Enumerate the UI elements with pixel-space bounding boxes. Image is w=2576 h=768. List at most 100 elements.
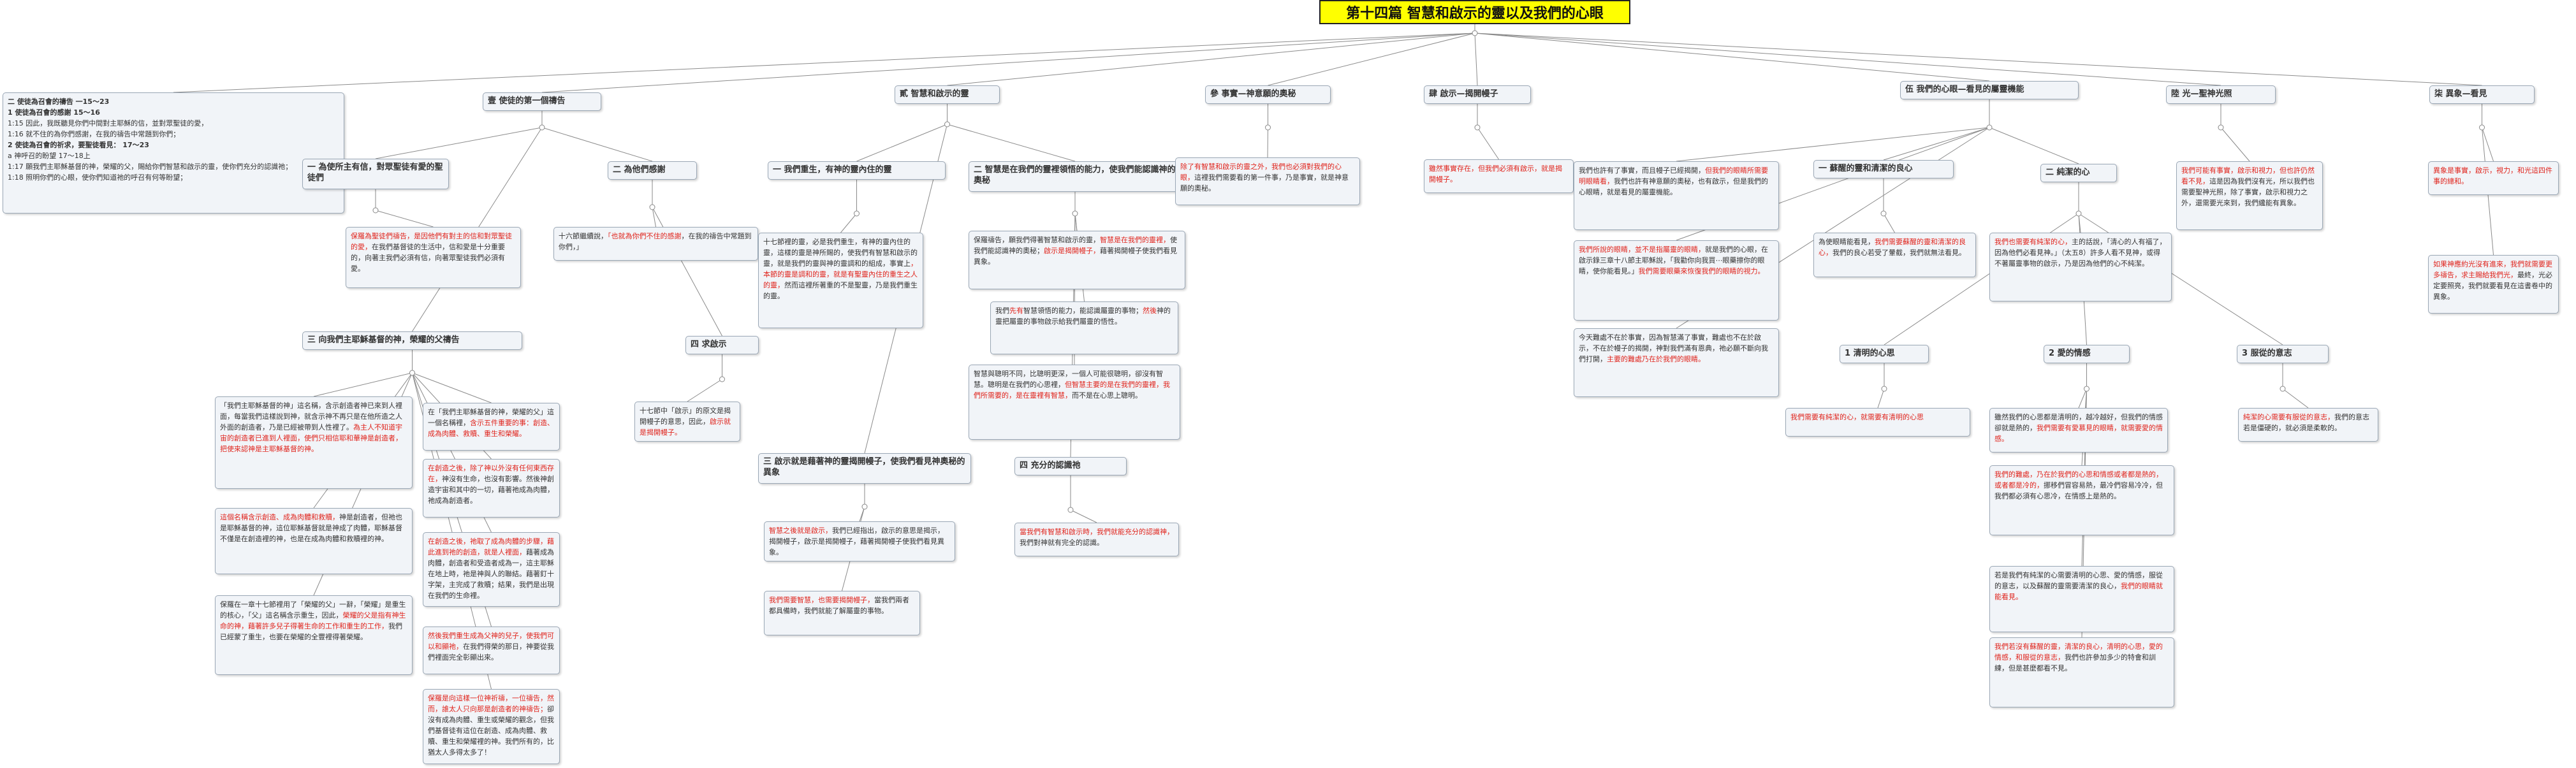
branch-hub bbox=[2084, 386, 2089, 392]
body-text: 神的靈把屬靈的事物啟示給我們屬靈的悟性。 bbox=[995, 307, 1171, 326]
leaf-node-l23[interactable]: 今天難處不在於事實，因為智慧滿了事實，難處也不在於啟示，不在於幔子的揭開，神對我… bbox=[1574, 328, 1779, 397]
leaf-node-l24[interactable]: 為使眼睛能看見，我們需要蘇醒的靈和清潔的良心，我們的良心若受了暈截，我們就無法看… bbox=[1813, 233, 1976, 277]
sub-node-b2[interactable]: 二 智慧是在我們的靈裡領悟的能力，使我們能認識神的奧秘 bbox=[969, 161, 1182, 192]
highlight-text: 啟示就是揭開幔子。 bbox=[640, 417, 731, 437]
connector bbox=[313, 372, 413, 397]
node-label: 伍 我們的心眼—看見的屬靈機能 bbox=[1905, 85, 2024, 94]
node-label: 二 智慧是在我們的靈裡領悟的能力，使我們能認識神的奧秘 bbox=[974, 165, 1176, 185]
sub-node-f4[interactable]: 2 愛的情感 bbox=[2044, 345, 2130, 363]
leaf-node-l20[interactable]: 雖然事實存在，但我們必須有啟示，就是揭開幔子。 bbox=[1424, 159, 1574, 193]
sub-node-f2[interactable]: 二 純潔的心 bbox=[2040, 164, 2117, 182]
leaf-node-l13[interactable]: 保羅禱告，願我們得著智慧和啟示的靈，智慧是在我們的靈裡，使我們能認識神的奧秘；啟… bbox=[969, 231, 1185, 289]
body-text: 在「我們主耶穌基督的神，榮耀的父」這一個名稱裡， bbox=[428, 408, 554, 428]
branch-hub bbox=[1067, 507, 1074, 513]
section-node-s7[interactable]: 陸 光—聖神光照 bbox=[2166, 85, 2276, 104]
section-text-line: 2 使徒為召會的祈求，要聖徒看見： 17～23 bbox=[8, 141, 149, 150]
highlight-text: 如果神應約光沒有進來，我們就需要更多禱告，求主賜給我們光， bbox=[2433, 260, 2552, 280]
connector bbox=[1268, 33, 1475, 86]
leaf-node-l1[interactable]: 保羅為聖徒們禱告，是因他們有對主的信和對眾聖徒的愛，在我們基督徒的生活中，信和愛… bbox=[346, 227, 521, 288]
leaf-node-l7[interactable]: 這個名稱含示創造、成為肉體和救贖，神是創造者，但祂也是耶穌基督的神，這位耶穌基督… bbox=[215, 508, 413, 574]
highlight-text: 先有 bbox=[1009, 307, 1023, 315]
highlight-text: 我們所說的眼睛，並不是指屬靈的眼睛， bbox=[1579, 245, 1705, 254]
body-text: 使我們能認識神的奧秘； bbox=[974, 236, 1177, 256]
node-label: 二 純潔的心 bbox=[2045, 168, 2090, 177]
section-node-s8[interactable]: 柒 異象—看見 bbox=[2429, 85, 2535, 104]
highlight-text: 我們也需要有純潔的心， bbox=[1994, 238, 2072, 246]
leaf-node-l31[interactable]: 我們若沒有蘇醒的靈，清潔的良心，清明的心思，愛的情感，和服從的意志，我們也許參加… bbox=[1989, 637, 2174, 707]
leaf-node-l10[interactable]: 然後我們重生成為父神的兒子，使我們可以和顯祂，在我們得榮的那日，神要從我們裡面完… bbox=[423, 627, 560, 674]
branch-hub bbox=[1072, 210, 1078, 217]
section-node-s1[interactable]: 壹 使徒的第一個禱告 bbox=[483, 92, 601, 111]
section-text-line: 1:15 因此，我既聽見你們中間對主耶穌的信，並對眾聖徒的愛， bbox=[8, 119, 209, 128]
leaf-node-l5[interactable]: 十七節中「啟示」的原文是揭開幔子的意思，因此，啟示就是揭開幔子。 bbox=[634, 402, 740, 442]
highlight-text: 保羅是向這樣一位神祈禱，一位禱告，然而，誰太人只向那是創造者的神禱告； bbox=[428, 694, 554, 714]
section-node-s6[interactable]: 伍 我們的心眼—看見的屬靈機能 bbox=[1900, 81, 2079, 99]
leaf-node-l18[interactable]: 當我們有智慧和啟示時，我們就能充分的認識神，我們對神就有完全的認識。 bbox=[1014, 523, 1179, 556]
highlight-text: 為主人不知道宇宙的創造者已進到人裡面，使們只相信耶和華神是創造者，把使來認神是主… bbox=[220, 423, 402, 454]
branch-hub bbox=[539, 124, 545, 131]
connector bbox=[1883, 213, 1895, 233]
connector bbox=[1474, 33, 1478, 86]
leaf-node-l14[interactable]: 我們先有智慧領悟的能力，能認識屬靈的事物；然後神的靈把屬靈的事物啟示給我們屬靈的… bbox=[990, 301, 1178, 354]
leaf-node-l3[interactable]: 「我們主耶穌基督的神」這名稱，含示創造者神已來到人裡面，每當我們這樣說到神，就含… bbox=[215, 396, 413, 489]
body-text: 就是我們的心眼，在啟示錄三章十八節主耶穌說，「我勸你向我買⋯眼藥擦你的眼睛，使你… bbox=[1579, 245, 1768, 276]
section-node-s4[interactable]: 參 事實—神意願的奧秘 bbox=[1205, 85, 1331, 104]
leaf-node-l30[interactable]: 若是我們有純潔的心需要清明的心思、愛的情感，服從的意志，以及蘇醒的靈需要清潔的良… bbox=[1989, 566, 2174, 632]
connector bbox=[1474, 33, 2221, 86]
highlight-text: 我們可能有事實，啟示和視力，但也許仍然看不見， bbox=[2181, 166, 2315, 186]
leaf-node-l26[interactable]: 我們需要有純潔的心，就需要有清明的心思 bbox=[1785, 408, 1970, 437]
connector bbox=[652, 206, 656, 228]
leaf-node-l16[interactable]: 智慧之後就是啟示，我們已經指出，啟示的意思是揭示，揭開幔子，啟示是揭開幔子，藉著… bbox=[764, 521, 955, 562]
leaf-node-l25[interactable]: 我們也需要有純潔的心，主的話說，「清心的人有福了，因為他們必看見神。」（太五8）… bbox=[1989, 233, 2172, 301]
leaf-node-l27[interactable]: 雖然我們的心思都是清明的，越冷越好，但我們的情感卻就是熱的，我們需要有愛慕見的眼… bbox=[1989, 408, 2168, 453]
leaf-node-l15[interactable]: 智慧與聰明不同，比聰明更深，一個人可能很聰明，卻沒有智慧。聰明是在我們的心思裡，… bbox=[969, 365, 1180, 440]
leaf-node-l29[interactable]: 我們的難處，乃在於我們的心思和情感或者都是熱的，或者都是冷的，挪移們冒容易熱，最… bbox=[1989, 465, 2174, 535]
leaf-node-l34[interactable]: 如果神應約光沒有進來，我們就需要更多禱告，求主賜給我們光，最終，光必定要照亮，我… bbox=[2428, 255, 2559, 314]
sub-node-f5[interactable]: 3 服從的意志 bbox=[2237, 345, 2329, 363]
section-text-line: 1:17 願我們主耶穌基督的神，榮耀的父，賜給你們智慧和啟示的靈，使你們充分的認… bbox=[8, 163, 293, 171]
node-label: 三 向我們主耶穌基督的神，榮耀的父禱告 bbox=[307, 335, 460, 345]
page-title[interactable]: 第十四篇 智慧和啟示的靈以及我們的心眼 bbox=[1319, 0, 1630, 24]
sub-node-b1[interactable]: 一 我們重生，有神的靈內住的靈 bbox=[768, 161, 946, 180]
leaf-node-l11[interactable]: 保羅是向這樣一位神祈禱，一位禱告，然而，誰太人只向那是創造者的神禱告；卻沒有成為… bbox=[423, 689, 560, 764]
sub-node-f3[interactable]: 1 清明的心思 bbox=[1840, 345, 1929, 363]
sub-node-a3[interactable]: 三 向我們主耶穌基督的神，榮耀的父禱告 bbox=[302, 331, 522, 350]
sub-node-a2[interactable]: 二 為他們感謝 bbox=[608, 161, 697, 180]
body-text: 藉著揭開幔子使我們看見異象。 bbox=[974, 247, 1177, 266]
leaf-node-l32[interactable]: 我們可能有事實，啟示和視力，但也許仍然看不見，這是因為我們沒有光，所以我們也需要… bbox=[2176, 161, 2323, 230]
highlight-text: 我們的難處，乃在於我們的心思和情感或者都是熱的，或者都是冷的， bbox=[1994, 470, 2163, 490]
leaf-node-l8[interactable]: 在創造之後，祂取了成為肉體的步驟，藉此進到祂的創造，就是人裡面，藉著成為肉體，創… bbox=[423, 532, 560, 607]
sub-node-a1[interactable]: 一 為使所主有信，對眾聖徒有愛的聖徒們 bbox=[302, 159, 449, 189]
highlight-text: 含示五件重要的事：創造、成為肉體、救贖、重生和榮耀。 bbox=[428, 419, 554, 438]
sub-node-b3[interactable]: 三 啟示就是藉著神的靈揭開幔子，使我們看見神奧秘的異象 bbox=[758, 453, 971, 484]
leaf-node-l33[interactable]: 異象是事實，啟示，視力，和光這四件事的總和。 bbox=[2428, 161, 2559, 195]
section-node-s5[interactable]: 肆 啟示—揭開幔子 bbox=[1424, 85, 1531, 104]
leaf-node-l9[interactable]: 保羅在一章十七節裡用了「榮耀的父」一辭，「榮耀」是重生的核心，「父」這名稱含示重… bbox=[215, 595, 413, 675]
leaf-node-l17[interactable]: 我們需要智慧，也需要揭開幔子，當我們兩者都具備時，我們就能了解屬靈的事物。 bbox=[764, 591, 920, 635]
node-label: 貳 智慧和啟示的靈 bbox=[900, 89, 969, 99]
leaf-node-l28[interactable]: 純潔的心需要有服從的意志，我們的意志若是僵硬的，就必須是柔軟的。 bbox=[2238, 408, 2378, 442]
section-node-s3[interactable]: 貳 智慧和啟示的靈 bbox=[895, 85, 1000, 104]
node-label: 肆 啟示—揭開幔子 bbox=[1429, 89, 1498, 99]
sub-node-f1[interactable]: 一 蘇醒的靈和清潔的良心 bbox=[1813, 160, 1954, 178]
leaf-node-l12[interactable]: 十七節裡的靈，必是我們重生，有神的靈內住的靈，這樣的靈是神所賜的，使我們有智慧和… bbox=[758, 233, 923, 328]
leaf-node-l21[interactable]: 我們也許有了事實，而且幔子已經揭開，但我們的眼睛所需要明眼睛看，我們也許有神意願… bbox=[1574, 161, 1779, 230]
body-text: 神沒有生命，也沒有影響。然後神創造宇宙和其中的一切，藉著祂成為肉體，祂成為創造者… bbox=[428, 475, 554, 505]
branch-hub bbox=[2280, 386, 2286, 392]
connector bbox=[687, 379, 722, 402]
leaf-node-l4[interactable]: 在「我們主耶穌基督的神，榮耀的父」這一個名稱裡，含示五件重要的事：創造、成為肉體… bbox=[423, 403, 560, 451]
branch-hub bbox=[1880, 210, 1887, 217]
leaf-node-l6[interactable]: 在創造之後，除了神以外沒有任何東西存在，神沒有生命，也沒有影響。然後神創造宇宙和… bbox=[423, 459, 560, 518]
body-text: 挪移們冒容易熱，最冷們容易冷冷，但我們都必須有心思冷，在情感上是熱的。 bbox=[1994, 481, 2163, 501]
body-text: 我們的意志若是僵硬的，就必須是柔軟的。 bbox=[2243, 413, 2369, 433]
node-label: 壹 使徒的第一個禱告 bbox=[488, 96, 566, 106]
sub-node-a4[interactable]: 四 求啟示 bbox=[685, 336, 759, 354]
sub-node-b4[interactable]: 四 充分的認識祂 bbox=[1014, 457, 1127, 475]
leaf-node-l22[interactable]: 我們所說的眼睛，並不是指屬靈的眼睛，就是我們的心眼，在啟示錄三章十八節主耶穌說，… bbox=[1574, 240, 1779, 321]
leaf-node-l2[interactable]: 十六節繼續說，「也就為你們不住的感謝，在我的禱告中常題到你們，」 bbox=[553, 227, 758, 261]
branch-hub bbox=[2479, 124, 2485, 131]
body-text: 「我們主耶穌基督的神」這名稱，含示創造者神已來到人裡面，每當我們這樣說到神，就含… bbox=[220, 402, 402, 432]
body-text: 我們也許參加多少的特會和訓練，但是甚麼都看不見。 bbox=[1994, 653, 2156, 673]
leaf-node-l19[interactable]: 除了有智慧和啟示的靈之外，我們也必須對我們的心眼，這裡我們需要看的第一件事，乃是… bbox=[1175, 157, 1360, 205]
